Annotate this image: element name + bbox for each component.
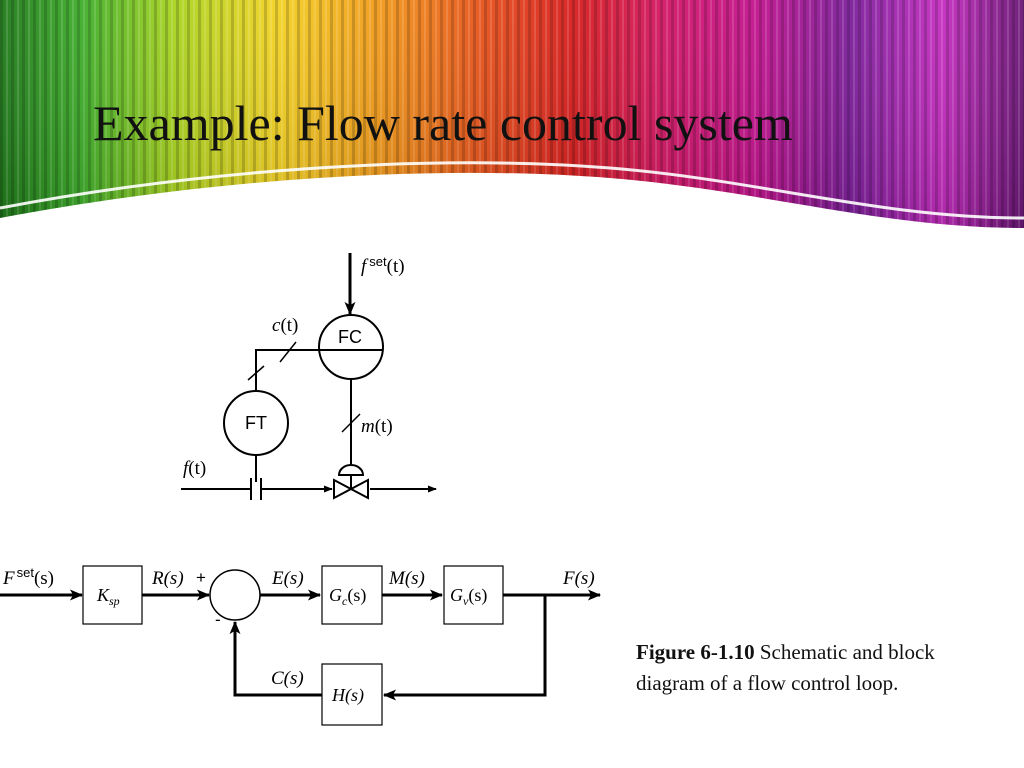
gv-valve-block xyxy=(443,565,504,625)
flow-schematic xyxy=(181,253,437,500)
signal-tick xyxy=(247,365,265,381)
fc-label: FC xyxy=(338,327,362,347)
figure-caption-text: Schematic and block diagram of a flow co… xyxy=(636,640,935,695)
manipulated-label: M(s) xyxy=(388,568,425,589)
reference-label: R(s) xyxy=(151,568,184,589)
feedback-return-arrow xyxy=(229,620,322,697)
measurement-signal-label: c(t) xyxy=(272,315,298,336)
slide-title: Example: Flow rate control system xyxy=(93,95,793,151)
flow-signal-label: f(t) xyxy=(183,458,206,479)
gc-block-label: Gc(s) xyxy=(329,585,366,608)
block-diagram xyxy=(0,565,602,726)
valve-actuator xyxy=(337,464,365,476)
ft-label: FT xyxy=(245,413,267,433)
ksp-block xyxy=(82,565,143,625)
output-label: F(s) xyxy=(562,568,595,589)
valve-body-left xyxy=(333,478,354,500)
valve-body-right xyxy=(348,478,369,500)
measurement-signal-line xyxy=(255,349,319,390)
h-feedback-block xyxy=(321,663,383,726)
signal-tick xyxy=(279,341,297,363)
plus-sign: + xyxy=(196,568,206,587)
feedback-path xyxy=(382,595,547,701)
manipulated-signal-label: m(t) xyxy=(361,416,393,437)
feedback-signal-label: C(s) xyxy=(271,668,304,689)
rainbow-banner xyxy=(0,0,1024,228)
signal-tick xyxy=(341,413,361,433)
fc-controller-circle xyxy=(318,314,384,380)
figure-caption: Figure 6-1.10 Schematic and block diagra… xyxy=(636,637,966,699)
figure-number: Figure 6-1.10 xyxy=(636,640,755,664)
h-block-label: H(s) xyxy=(331,685,364,706)
ksp-block-label: Ksp xyxy=(96,585,120,608)
error-label: E(s) xyxy=(271,568,304,589)
minus-sign: - xyxy=(215,610,221,629)
gv-block-label: Gv(s) xyxy=(450,585,487,608)
gc-controller-block xyxy=(321,565,383,625)
